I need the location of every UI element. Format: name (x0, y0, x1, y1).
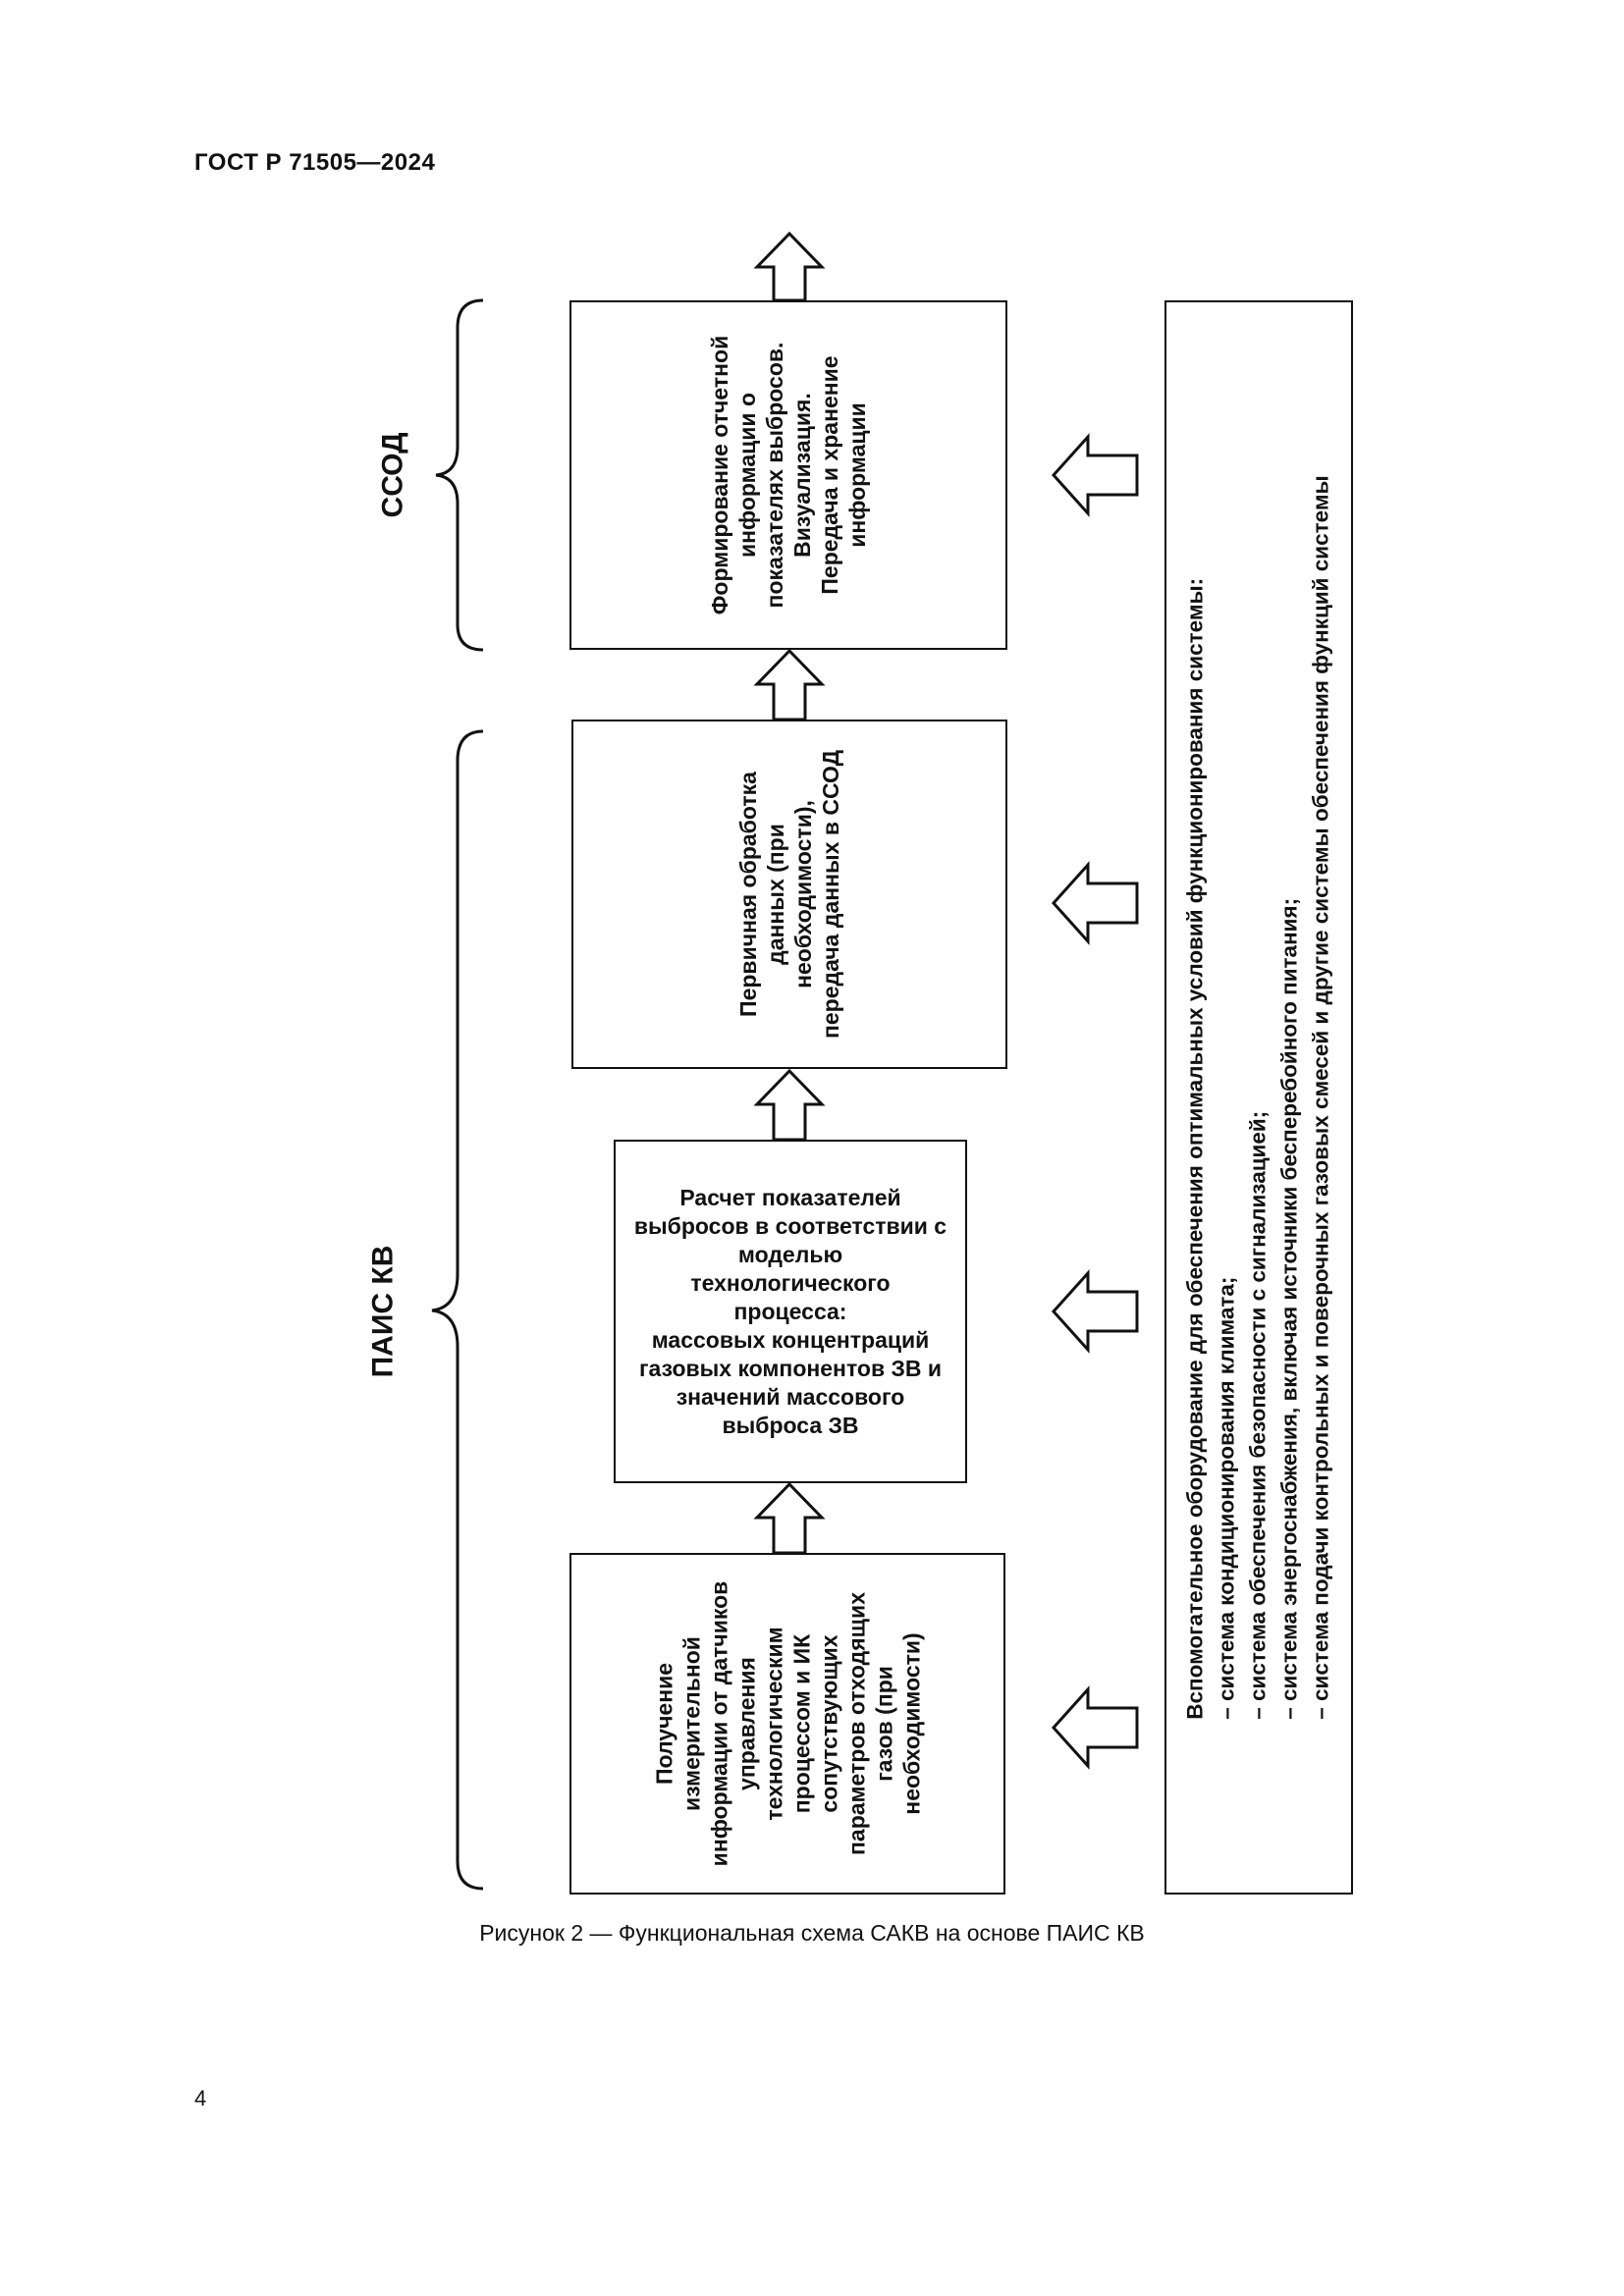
primary-processing-text: Первичная обработка данных (при необходи… (735, 749, 843, 1040)
calculation-text: Расчет показателей выбросов в соответств… (633, 1184, 947, 1438)
document-code: ГОСТ Р 71505—2024 (194, 149, 436, 176)
report-block: Формирование отчетной информации о показ… (569, 300, 1007, 650)
up-arrow-report (753, 648, 826, 721)
pais-bracket (431, 729, 484, 1891)
pais-label: ПАИС КВ (366, 1245, 400, 1378)
up-arrow-output (753, 231, 826, 302)
auxiliary-item: – система кондиционирования климата; (1215, 1276, 1239, 1720)
calculation-block: Расчет показателей выбросов в соответств… (614, 1140, 967, 1483)
auxiliary-item: – система подачи контрольных и поверочны… (1309, 475, 1333, 1720)
up-arrow-calc (753, 1481, 826, 1555)
up-arrow-primary (753, 1068, 826, 1142)
auxiliary-title: Вспомогательное оборудование для обеспеч… (1183, 577, 1208, 1720)
ssod-label-wrap: ССОД (344, 426, 442, 524)
auxiliary-equipment-block: Вспомогательное оборудование для обеспеч… (1164, 300, 1353, 1895)
primary-processing-block: Первичная обработка данных (при необходи… (571, 720, 1007, 1069)
input-block: Получение измерительной информации от да… (569, 1553, 1005, 1895)
auxiliary-equipment-text: Вспомогательное оборудование для обеспеч… (1180, 475, 1337, 1719)
auxiliary-item: – система энергоснабжения, включая источ… (1277, 897, 1302, 1720)
left-arrow-2 (1051, 861, 1139, 945)
left-arrow-4 (1051, 1685, 1139, 1770)
page-number: 4 (194, 2086, 207, 2110)
report-block-text: Формирование отчетной информации о показ… (706, 335, 870, 615)
pais-label-wrap: ПАИС КВ (319, 1213, 447, 1410)
figure-caption: Рисунок 2 — Функциональная схема САКВ на… (479, 1920, 1145, 1946)
input-block-text: Получение измерительной информации от да… (650, 1580, 924, 1867)
left-arrow-1 (1051, 433, 1139, 517)
ssod-bracket (435, 298, 484, 652)
auxiliary-item: – система обеспечения безопасности с сиг… (1246, 1110, 1271, 1720)
ssod-label: ССОД (376, 432, 408, 518)
left-arrow-3 (1051, 1269, 1139, 1354)
